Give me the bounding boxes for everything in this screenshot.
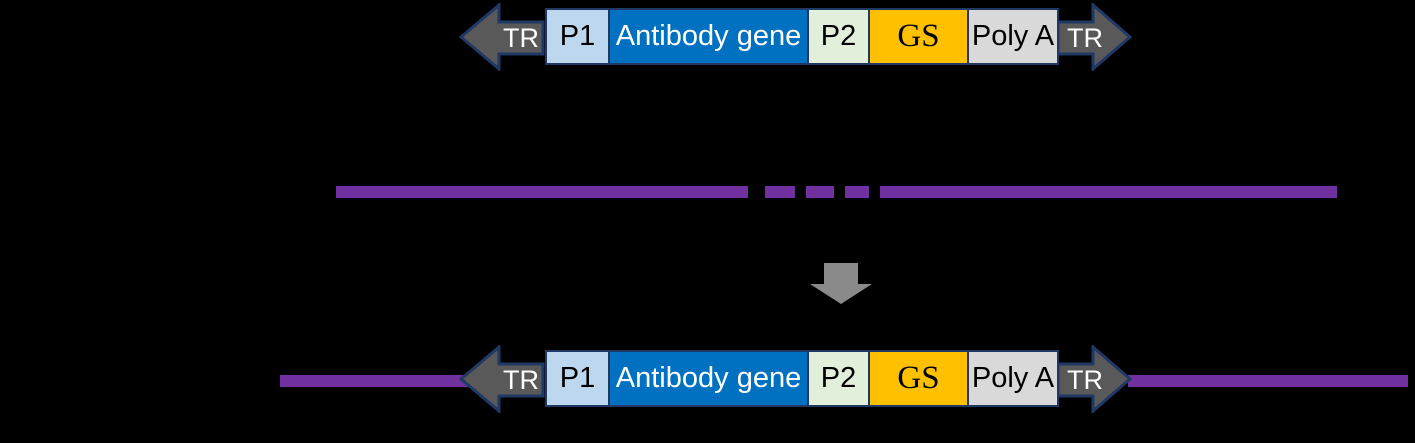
down-arrow-icon (810, 263, 872, 304)
dna-flank-left (280, 375, 470, 387)
tr-arrow-left-icon (459, 345, 545, 413)
segment-antibody-gene: Antibody gene (608, 350, 809, 407)
segment-p2: P2 (807, 8, 870, 65)
tr-arrow-right-icon (1056, 3, 1132, 71)
dna-flank-right (1128, 375, 1408, 387)
segment-gs: GS (868, 8, 969, 65)
tr-label-right: TR (1067, 23, 1103, 53)
dna-solid-segment (336, 186, 748, 198)
tr-label-left: TR (503, 365, 539, 395)
segment-poly-a: Poly A (967, 8, 1059, 65)
tr-label-right: TR (1067, 365, 1103, 395)
dna-solid-segment (880, 186, 1337, 198)
segment-gs: GS (868, 350, 969, 407)
tr-arrow-left-icon (459, 3, 545, 71)
segment-p1: P1 (545, 350, 610, 407)
segment-p1: P1 (545, 8, 610, 65)
dna-dash (806, 186, 834, 198)
segment-poly-a: Poly A (967, 350, 1059, 407)
tr-arrow-right-icon (1056, 345, 1132, 413)
tr-label-left: TR (503, 23, 539, 53)
segment-p2: P2 (807, 350, 870, 407)
segment-antibody-gene: Antibody gene (608, 8, 809, 65)
dna-dash (765, 186, 795, 198)
dna-dash (845, 186, 869, 198)
